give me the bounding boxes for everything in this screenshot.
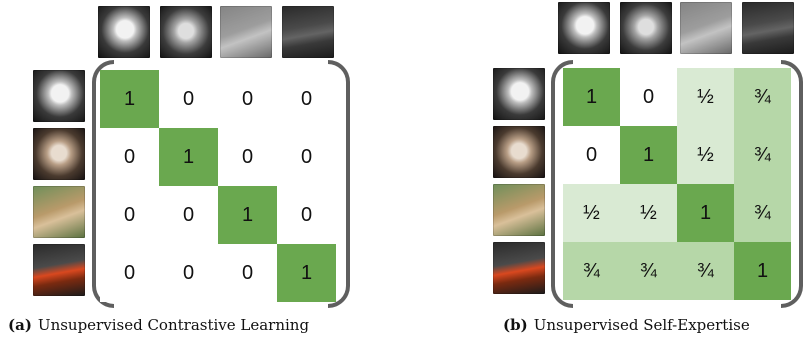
top-image-lion-cub [220,6,272,58]
matrix-cell: 0 [563,126,620,184]
matrix-cell: 0 [100,128,159,186]
caption-b-letter: (b) [503,316,528,334]
row-image-lion-cub [33,186,85,238]
matrix-cell: 1 [159,128,218,186]
matrix-cell: ½ [677,126,734,184]
matrix-cell: 0 [218,128,277,186]
top-image-cat-1 [98,6,150,58]
matrix-cell: 1 [734,242,791,300]
caption-a-letter: (a) [8,316,32,334]
top-image-car [282,6,334,58]
caption-a-text: Unsupervised Contrastive Learning [37,316,310,334]
matrix-cell: 0 [277,70,336,128]
matrix-cell: ¾ [734,68,791,126]
matrix-cell: ¾ [620,242,677,300]
top-image-lion-cub [680,2,732,54]
matrix-cell: ½ [620,184,677,242]
matrix-cell: ¾ [677,242,734,300]
row-image-cat-2 [493,126,545,178]
top-image-cat-2 [620,2,672,54]
row-image-car [33,244,85,296]
matrix-cell: 1 [277,244,336,302]
matrix-cell: 1 [563,68,620,126]
matrix-cell: 1 [620,126,677,184]
matrix-cell: 0 [218,244,277,302]
matrix-cell: 0 [159,244,218,302]
matrix-cell: 0 [100,186,159,244]
row-image-cat-2 [33,128,85,180]
matrix-cell: ¾ [563,242,620,300]
row-image-cat-1 [33,70,85,122]
matrix-cell: 1 [218,186,277,244]
matrix-cell: ½ [563,184,620,242]
matrix-cell: 1 [100,70,159,128]
matrix-cell: ¾ [734,126,791,184]
matrix-cell: 0 [159,70,218,128]
matrix-cell: 1 [677,184,734,242]
matrix-cell: 0 [100,244,159,302]
matrix-cell: 0 [218,70,277,128]
matrix-cell: ¾ [734,184,791,242]
caption-a: (a) Unsupervised Contrastive Learning [8,316,309,334]
caption-b-text: Unsupervised Self-Expertise [533,316,750,334]
row-image-car [493,242,545,294]
matrix-cell: 0 [277,128,336,186]
top-image-cat-2 [160,6,212,58]
matrix-cell: 0 [277,186,336,244]
top-image-cat-1 [558,2,610,54]
row-image-lion-cub [493,184,545,236]
matrix-cell: 0 [620,68,677,126]
top-image-car [742,2,794,54]
row-image-cat-1 [493,68,545,120]
caption-b: (b) Unsupervised Self-Expertise [503,316,750,334]
matrix-cell: ½ [677,68,734,126]
matrix-cell: 0 [159,186,218,244]
